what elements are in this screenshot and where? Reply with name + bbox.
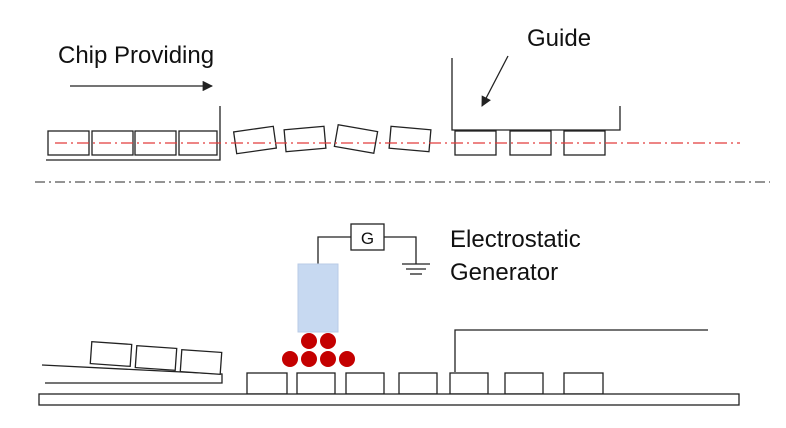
guide-rail <box>451 58 621 131</box>
input-ramp <box>41 340 223 384</box>
charge-particle <box>282 351 298 367</box>
feeder-tray <box>46 106 221 161</box>
chip <box>89 340 133 368</box>
electrostatic-label-line2: Generator <box>450 259 558 286</box>
bottom-guide-rail <box>454 329 708 372</box>
carrier-chips <box>246 372 604 395</box>
chip <box>134 344 178 372</box>
charge-particle <box>339 351 355 367</box>
chip <box>345 372 385 395</box>
guide-arrow <box>481 55 509 107</box>
chip <box>296 372 336 395</box>
chip <box>333 123 379 155</box>
charge-particle <box>301 333 317 349</box>
chip <box>232 125 278 155</box>
chip <box>388 125 432 153</box>
charge-particle <box>301 351 317 367</box>
chip <box>179 348 223 376</box>
generator-wire-left <box>317 236 351 264</box>
chip <box>398 372 438 395</box>
guide-label: Guide <box>527 25 591 52</box>
electrostatic-label-line1: Electrostatic <box>450 226 581 253</box>
chip <box>563 372 604 395</box>
generator-wire-right <box>384 236 417 264</box>
chip-providing-label: Chip Providing <box>58 42 214 69</box>
generator-box <box>350 223 385 251</box>
chip <box>504 372 544 395</box>
carrier-plate <box>38 393 740 406</box>
ground-icon <box>402 263 430 275</box>
chip <box>283 125 327 153</box>
chip <box>449 372 489 395</box>
charge-particle <box>320 351 336 367</box>
electrode <box>297 263 339 333</box>
charge-particle <box>320 333 336 349</box>
chip <box>246 372 288 395</box>
tumbling-chips <box>232 123 432 155</box>
charged-particles <box>282 333 355 367</box>
generator-symbol: G <box>361 229 374 248</box>
